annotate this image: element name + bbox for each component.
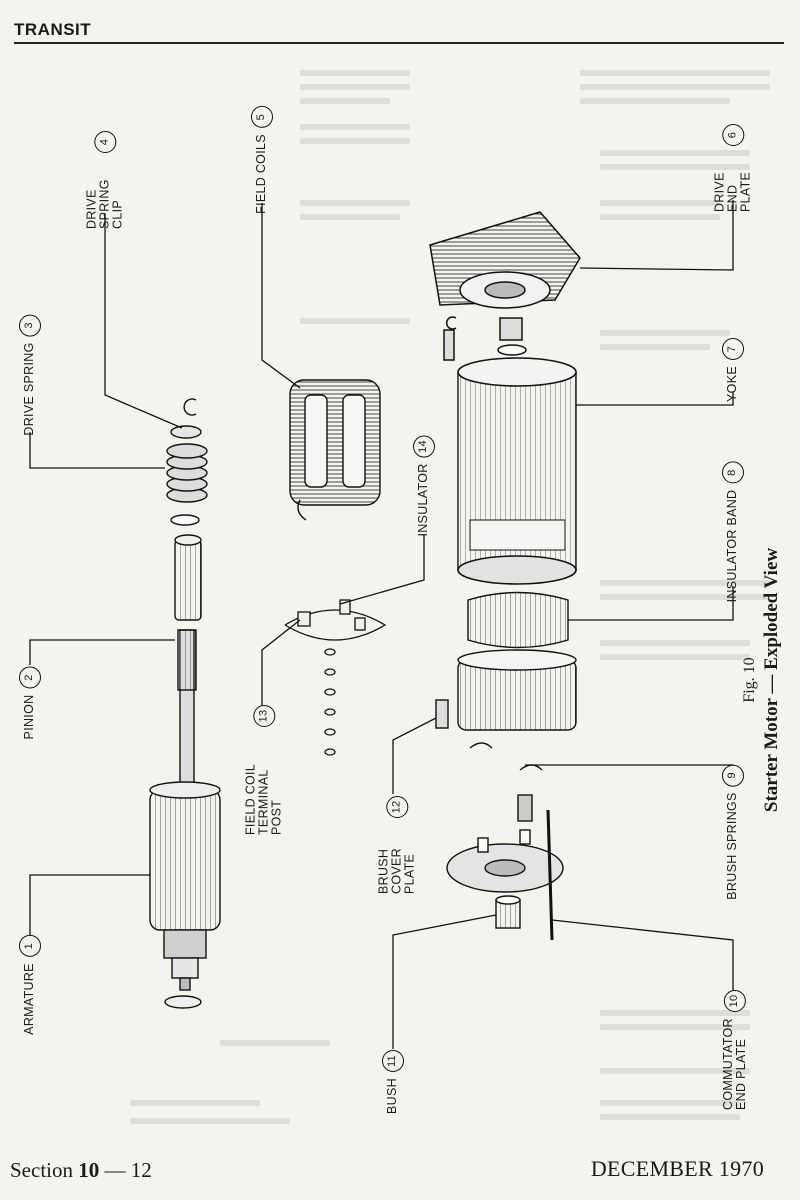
footer-section: Section 10 — 12 <box>10 1158 152 1183</box>
callout-label-brush-springs: BRUSH SPRINGS <box>725 792 740 900</box>
callout-label-insulator-band: INSULATOR BAND <box>725 489 740 603</box>
callout-number-10: 10 <box>724 990 746 1012</box>
callout-number-11: 11 <box>382 1050 404 1073</box>
header-rule <box>14 42 784 44</box>
callout-drive-spring: DRIVE SPRING 3 <box>19 314 41 436</box>
insulator-band <box>467 591 569 649</box>
callout-number-6: 6 <box>722 124 744 146</box>
brush-cover-plate <box>435 649 577 771</box>
callout-commutator-end-plate: COMMUTATOR END PLATE 10 <box>720 990 748 1110</box>
footer-section-prefix: Section <box>10 1158 79 1182</box>
callout-field-coils: FIELD COILS 5 <box>251 106 273 214</box>
callout-label-insulator: INSULATOR <box>416 463 431 537</box>
armature <box>149 629 221 1009</box>
callout-number-4: 4 <box>94 131 116 153</box>
insulator-parts <box>284 599 387 756</box>
callout-number-5: 5 <box>251 106 273 129</box>
callout-number-7: 7 <box>722 338 744 361</box>
callout-number-14: 14 <box>413 435 435 458</box>
callout-label-field-coils: FIELD COILS <box>254 134 269 214</box>
callout-label-bush: BUSH <box>385 1078 400 1114</box>
callout-armature: ARMATURE 1 <box>19 935 41 1035</box>
callout-brush-cover-plate: BRUSH COVER PLATE 12 <box>376 796 417 894</box>
callout-field-coil-terminal-post: FIELD COIL TERMINAL POST 13 <box>243 705 284 835</box>
drive-spring-clip <box>170 398 202 439</box>
callout-label-yoke: YOKE <box>725 366 740 402</box>
header-brand: TRANSIT <box>14 20 92 39</box>
callout-number-13: 13 <box>253 705 275 727</box>
callout-label-drive-end-plate: DRIVE END PLATE <box>712 171 753 212</box>
footer-date: DECEMBER 1970 <box>590 1156 764 1181</box>
callout-label-pinion: PINION <box>22 694 37 740</box>
callout-number-1: 1 <box>19 935 41 958</box>
callout-number-8: 8 <box>722 461 744 484</box>
callout-label-armature: ARMATURE <box>22 963 37 1035</box>
commutator-end-plate <box>446 794 564 941</box>
figure-title: Starter Motor — Exploded View <box>761 547 782 813</box>
callout-drive-spring-clip: DRIVE SPRING CLIP 4 <box>84 131 125 229</box>
callout-pinion: PINION 2 <box>19 666 41 740</box>
bush <box>495 895 521 929</box>
drive-spring <box>166 443 208 526</box>
field-coils <box>289 379 381 521</box>
pinion <box>174 534 202 621</box>
figure-caption: Fig. 10 Starter Motor — Exploded View <box>741 548 783 812</box>
footer-section-page: — 12 <box>99 1158 152 1182</box>
yoke <box>457 357 577 585</box>
callout-number-2: 2 <box>19 666 41 689</box>
leader-lines <box>29 200 734 1049</box>
callout-label-drive-spring-clip: DRIVE SPRING CLIP <box>84 179 125 229</box>
callout-drive-end-plate: DRIVE END PLATE 6 <box>712 124 753 212</box>
callout-yoke: YOKE 7 <box>722 338 744 402</box>
figure-number: Fig. 10 <box>741 657 758 703</box>
drive-end-plate <box>429 211 581 361</box>
callout-insulator: INSULATOR 14 <box>413 435 435 537</box>
footer-section-number: 10 <box>78 1158 100 1182</box>
callout-label-field-coil-terminal-post: FIELD COIL TERMINAL POST <box>243 764 284 835</box>
callout-label-drive-spring: DRIVE SPRING <box>22 342 37 436</box>
callout-bush: BUSH 11 <box>382 1050 404 1114</box>
callout-label-brush-cover-plate: BRUSH COVER PLATE <box>376 848 417 894</box>
callout-number-12: 12 <box>386 796 408 818</box>
callout-label-commutator-end-plate: COMMUTATOR END PLATE <box>720 1018 748 1110</box>
callout-number-3: 3 <box>19 314 41 337</box>
